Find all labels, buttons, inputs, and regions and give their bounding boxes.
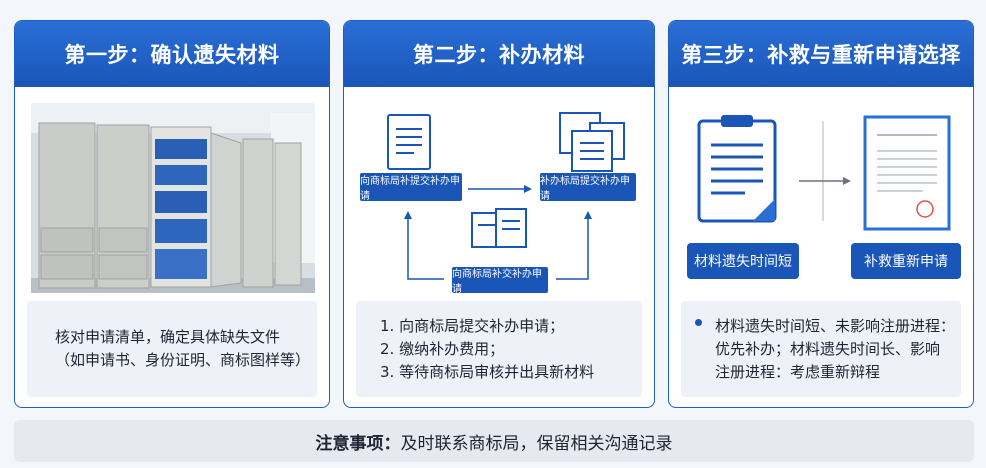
- step-1-line-2: （如申请书、身份证明、商标图样等）: [55, 351, 311, 369]
- step-2-item-1: 1. 向商标局提交补办申请；: [380, 316, 565, 335]
- step-2-card: 第二步：补办材料: [343, 20, 655, 408]
- notice-bar: 注意事项： 及时联系商标局，保留相关沟通记录: [14, 420, 974, 462]
- bullet-icon: [695, 319, 702, 326]
- step-2-item-2: 2. 缴纳补办费用；: [380, 339, 505, 358]
- step-1-title: 第一步：确认遗失材料: [15, 21, 329, 87]
- step-2-item-3: 3. 等待商标局审核并出具新材料: [380, 362, 595, 381]
- certificate-document-icon: [863, 115, 951, 231]
- step-2-title: 第二步：补办材料: [344, 21, 654, 87]
- step-3-line-3: 注册进程：考虑重新辩程: [715, 362, 881, 381]
- document-stack-icon: [559, 112, 625, 172]
- process-diagram-graphics: [387, 112, 625, 280]
- short-loss-label: 材料遗失时间短: [687, 243, 799, 279]
- notice-text: 及时联系商标局，保留相关沟通记录: [400, 433, 673, 454]
- filing-cabinet-photo: [31, 103, 315, 293]
- resubmit-label: 补救重新申请: [851, 243, 961, 279]
- step-1-description: 核对申请清单，确定具体缺失文件 （如申请书、身份证明、商标图样等）: [27, 301, 317, 397]
- box-submit-supplement: 向商标局补交补办申请: [452, 267, 548, 295]
- document-stack-icon-2: [471, 208, 527, 248]
- step-1-line-1: 核对申请清单，确定具体缺失文件: [55, 328, 281, 346]
- step-2-list: 1. 向商标局提交补办申请； 2. 缴纳补办费用； 3. 等待商标局审核并出具新…: [356, 301, 642, 397]
- clipboard-icon: [697, 115, 777, 223]
- step-3-line-2: 优先补办；材料遗失时间长、影响: [715, 339, 941, 358]
- box-resubmit-request: 补办标局提交补办申请: [540, 173, 636, 202]
- step-3-description: 材料遗失时间短、未影响注册进程： 优先补办；材料遗失时间长、影响 注册进程：考虑…: [681, 301, 961, 397]
- step-3-line-1: 材料遗失时间短、未影响注册进程：: [715, 316, 956, 335]
- step-3-card: 第三步：补救与重新申请选择 材料遗失时间短 补救重新申请 材料遗失时间短、未影响…: [668, 20, 974, 408]
- step-1-card: 第一步：确认遗失材料 核对申请清单，确定具体缺失文件 （如申请书、身份证明、商标…: [14, 20, 330, 408]
- divider-arrow: [799, 121, 851, 221]
- notice-label: 注意事项：: [315, 433, 401, 454]
- document-icon: [387, 114, 431, 170]
- step-3-title: 第三步：补救与重新申请选择: [669, 21, 973, 87]
- box-submit-request: 向商标局补提交补办申请: [360, 173, 462, 202]
